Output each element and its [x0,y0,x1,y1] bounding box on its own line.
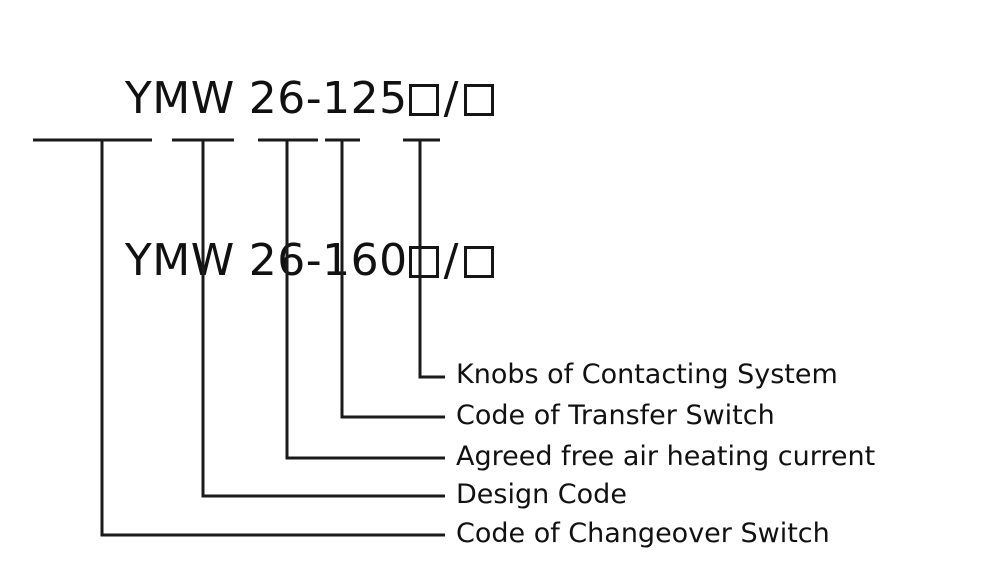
slash-separator-1: / [443,73,459,124]
callout-label-changeover-switch: Code of Changeover Switch [456,518,830,549]
product-code-line-1: YMW 26-125 / [38,18,494,180]
leader-line-knobs [418,140,445,379]
empty-box-slot-icon [463,246,494,278]
slash-separator-2: / [443,235,459,286]
model-prefix-1: YMW [124,73,235,124]
product-code-block: YMW 26-125 / YMW 26-160 / [38,18,494,342]
leader-line-changeover-switch [100,140,445,537]
callout-label-knobs: Knobs of Contacting System [456,359,838,390]
callout-label-design-code: Design Code [456,479,627,510]
code-body-2: 26-160 [248,235,408,286]
callout-label-heating-current: Agreed free air heating current [456,441,876,472]
empty-box-slot-icon [408,84,439,116]
empty-box-slot-icon [463,84,494,116]
leader-line-heating-current [285,140,445,460]
product-code-line-2: YMW 26-160 / [38,180,494,342]
callout-label-transfer-switch: Code of Transfer Switch [456,400,775,431]
empty-box-slot-icon [408,246,439,278]
leader-line-design-code [201,140,445,498]
model-prefix-2: YMW [124,235,235,286]
code-body-1: 26-125 [248,73,408,124]
leader-line-transfer-switch [340,140,445,419]
